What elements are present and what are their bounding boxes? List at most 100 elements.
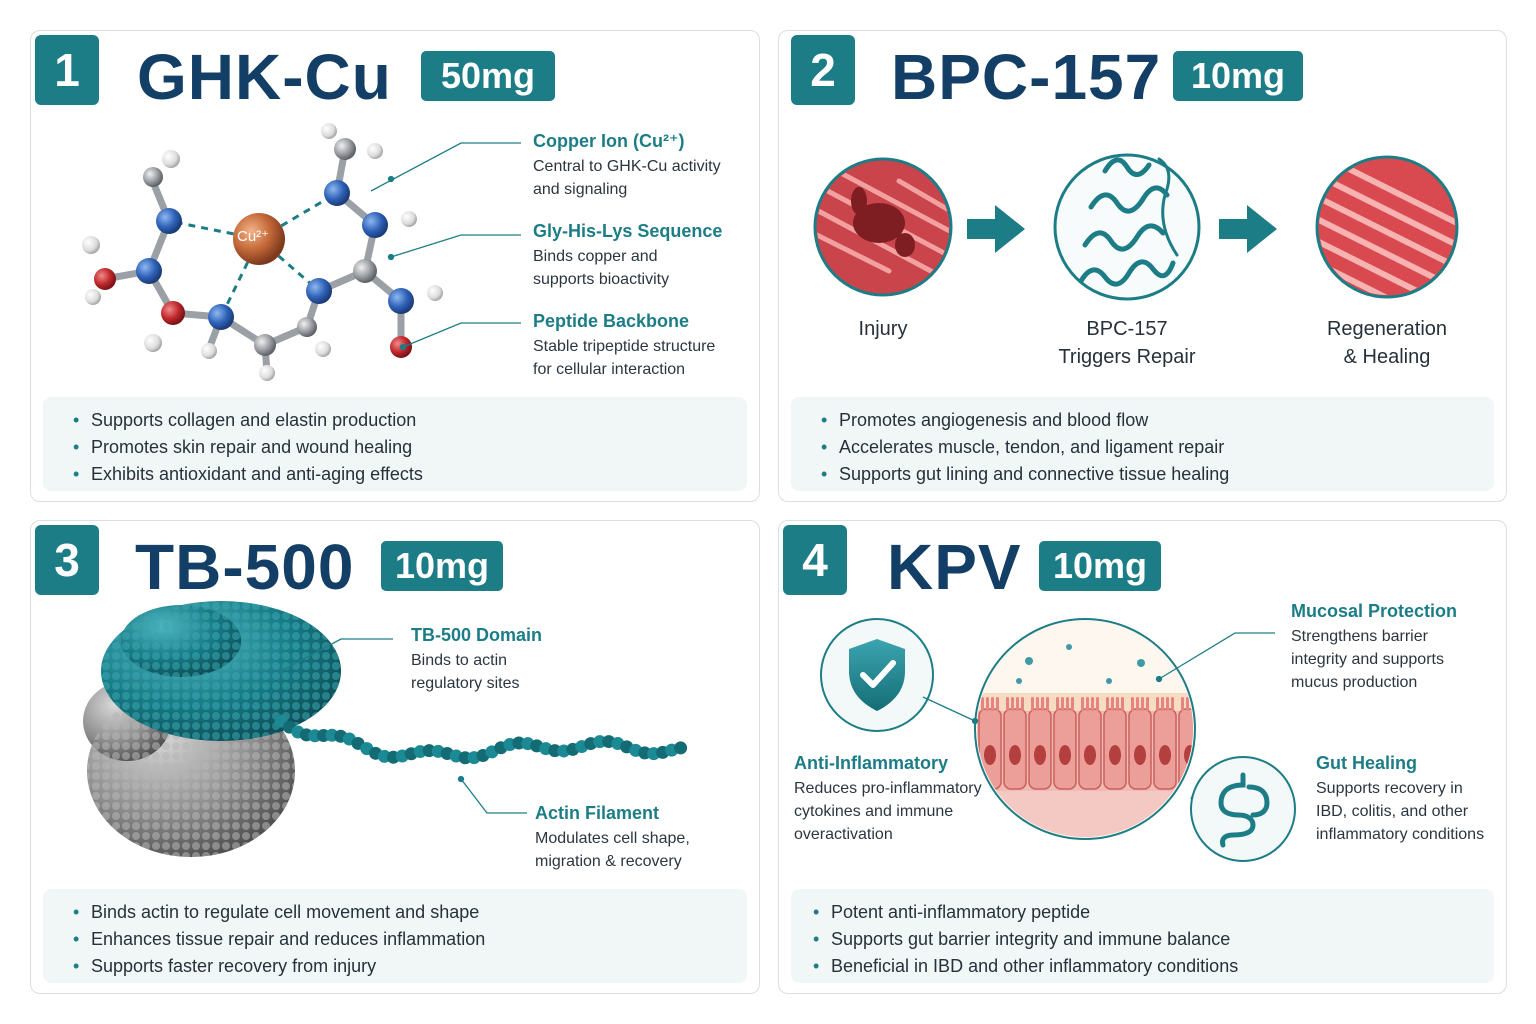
microvillus bbox=[991, 697, 994, 711]
microvillus bbox=[1006, 697, 1009, 711]
ghk-cu-molecule-illustration bbox=[82, 123, 521, 381]
card-number-badge: 4 bbox=[783, 525, 847, 595]
list-item: Promotes angiogenesis and blood flow bbox=[821, 407, 1494, 434]
tb-500-actin-illustration bbox=[83, 601, 688, 857]
card-bpc-157: 2 BPC-157 10mg bbox=[778, 30, 1507, 502]
healing-process-illustration bbox=[813, 153, 1459, 301]
arrow-right-icon bbox=[1219, 205, 1277, 253]
kpv-gut-illustration bbox=[820, 618, 1296, 862]
microvillus bbox=[1016, 697, 1019, 711]
microvillus bbox=[1131, 697, 1134, 711]
step-label-regeneration: Regeneration& Healing bbox=[1326, 318, 1448, 368]
injury-tissue-icon bbox=[813, 157, 953, 297]
microvillus bbox=[1166, 697, 1169, 711]
label-gut-healing-title: Gut Healing bbox=[1316, 753, 1418, 773]
microvillus bbox=[1086, 697, 1089, 711]
step-label-injury: Injury bbox=[858, 318, 908, 340]
microvillus bbox=[981, 697, 984, 711]
peptide-title: KPV bbox=[887, 531, 1022, 603]
filament-bead bbox=[593, 735, 607, 749]
microvillus bbox=[1146, 697, 1149, 711]
microvillus bbox=[1071, 697, 1074, 711]
intestine-icon bbox=[1190, 756, 1296, 862]
healthy-tissue-icon bbox=[1315, 155, 1459, 299]
list-item: Supports collagen and elastin production bbox=[73, 407, 747, 434]
cell-nucleus bbox=[1159, 745, 1171, 765]
microvillus bbox=[1116, 697, 1119, 711]
label-tb-500-domain-title: TB-500 Domain bbox=[411, 625, 543, 645]
filament-bead bbox=[674, 741, 688, 755]
microvillus bbox=[1031, 697, 1034, 711]
cell-nucleus bbox=[1059, 745, 1071, 765]
intestinal-lining-icon bbox=[974, 618, 1199, 840]
list-item: Potent anti-inflammatory peptide bbox=[813, 899, 1494, 926]
microvillus bbox=[1066, 697, 1069, 711]
benefits-list: Binds actin to regulate cell movement an… bbox=[43, 889, 747, 983]
tb-500-domain-teal bbox=[101, 601, 341, 741]
list-item: Promotes skin repair and wound healing bbox=[73, 434, 747, 461]
microvillus bbox=[1061, 697, 1064, 711]
microvillus bbox=[1011, 697, 1014, 711]
benefits-list: Supports collagen and elastin production… bbox=[43, 397, 747, 491]
list-item: Beneficial in IBD and other inflammatory… bbox=[813, 953, 1494, 980]
microvillus bbox=[1136, 697, 1139, 711]
dose-badge: 50mg bbox=[421, 51, 555, 101]
microvillus bbox=[1141, 697, 1144, 711]
microvillus bbox=[1096, 697, 1099, 711]
benefits-list: Potent anti-inflammatory peptide Support… bbox=[791, 889, 1494, 983]
card-number-badge: 1 bbox=[35, 35, 99, 105]
list-item: Binds actin to regulate cell movement an… bbox=[73, 899, 747, 926]
dose-badge: 10mg bbox=[1173, 51, 1303, 101]
microvillus bbox=[1196, 697, 1199, 711]
peptide-title: TB-500 bbox=[135, 531, 355, 603]
microvillus bbox=[1036, 697, 1039, 711]
cell-nucleus bbox=[1109, 745, 1121, 765]
microvillus bbox=[1186, 697, 1189, 711]
microvillus bbox=[1041, 697, 1044, 711]
microvillus bbox=[1181, 697, 1184, 711]
cell-nucleus bbox=[1034, 745, 1046, 765]
microvillus bbox=[1171, 697, 1174, 711]
list-item: Supports gut barrier integrity and immun… bbox=[813, 926, 1494, 953]
dose-badge: 10mg bbox=[1039, 541, 1161, 591]
dose-badge: 10mg bbox=[381, 541, 503, 591]
microvillus bbox=[1056, 697, 1059, 711]
card-number-badge: 2 bbox=[791, 35, 855, 105]
microvillus bbox=[1161, 697, 1164, 711]
microvillus bbox=[1106, 697, 1109, 711]
peptide-helix-icon bbox=[1053, 153, 1201, 301]
arrow-right-icon bbox=[967, 205, 1025, 253]
card-number-badge: 3 bbox=[35, 525, 99, 595]
list-item: Supports faster recovery from injury bbox=[73, 953, 747, 980]
card-kpv: 4 KPV 10mg bbox=[778, 520, 1507, 994]
microvillus bbox=[1156, 697, 1159, 711]
card-tb-500: 3 TB-500 10mg TB-500 Domain Binds bbox=[30, 520, 760, 994]
label-peptide-backbone-title: Peptide Backbone bbox=[533, 311, 690, 331]
microvillus bbox=[1081, 697, 1084, 711]
peptide-title: BPC-157 bbox=[891, 41, 1162, 113]
benefits-list: Promotes angiogenesis and blood flow Acc… bbox=[791, 397, 1494, 491]
filament-beads bbox=[274, 714, 688, 765]
label-anti-inflammatory-title: Anti-Inflammatory bbox=[794, 753, 949, 773]
cell-nucleus bbox=[1134, 745, 1146, 765]
microvillus bbox=[996, 697, 999, 711]
label-gly-his-lys-title: Gly-His-Lys Sequence bbox=[533, 221, 723, 241]
shield-check-icon bbox=[820, 618, 934, 732]
cell-nucleus bbox=[1084, 745, 1096, 765]
list-item: Exhibits antioxidant and anti-aging effe… bbox=[73, 461, 747, 488]
label-mucosal-protection-title: Mucosal Protection bbox=[1291, 601, 1458, 621]
microvillus bbox=[1046, 697, 1049, 711]
label-actin-filament-title: Actin Filament bbox=[535, 803, 660, 823]
microvillus bbox=[1111, 697, 1114, 711]
microvillus bbox=[986, 697, 989, 711]
atoms bbox=[82, 123, 443, 381]
microvillus bbox=[1091, 697, 1094, 711]
list-item: Enhances tissue repair and reduces infla… bbox=[73, 926, 747, 953]
